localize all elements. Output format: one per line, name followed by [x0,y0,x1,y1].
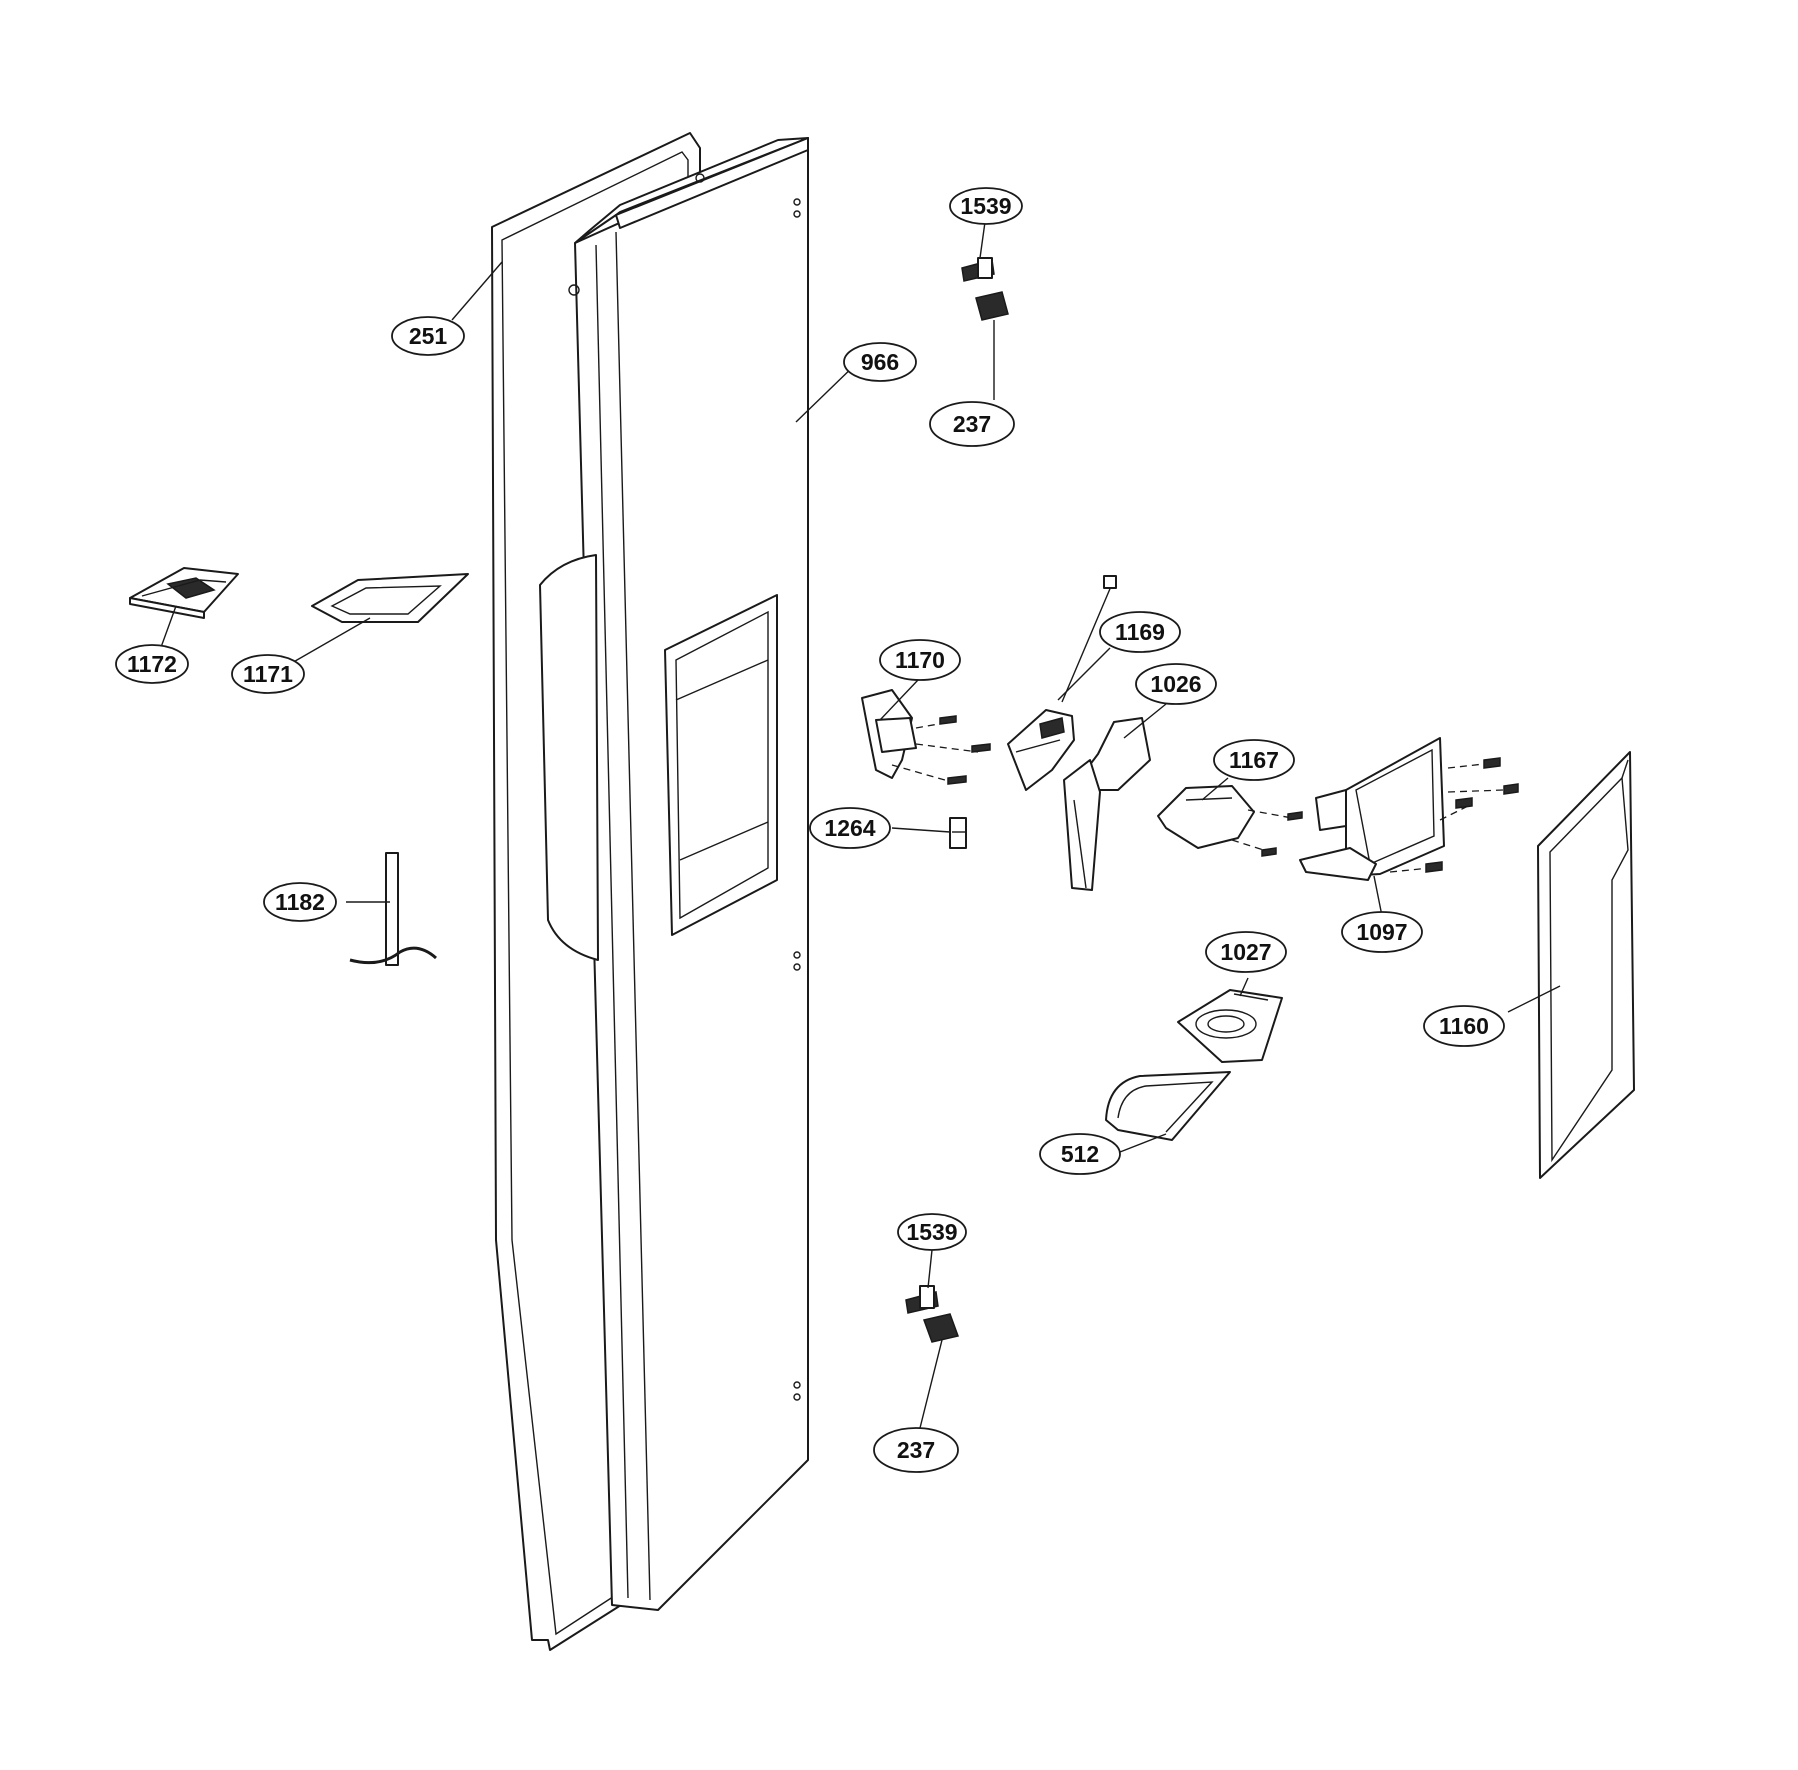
callout-237-top: 237 [929,401,1015,447]
callout-1167: 1167 [1213,739,1295,781]
tray-frame-part [1105,1071,1231,1141]
callout-label: 1097 [1356,919,1407,945]
callout-label: 1170 [895,647,945,673]
water-tube-part [349,852,437,966]
callout-label: 1539 [960,193,1011,219]
callout-label: 512 [1061,1141,1099,1167]
callout-label: 1026 [1150,671,1201,697]
callout-512: 512 [1039,1133,1121,1175]
dispenser-lever-part [1007,575,1117,791]
dispenser-cover-part [1537,751,1635,1179]
callout-label: 237 [897,1437,935,1463]
callout-label: 1264 [824,815,875,841]
callout-1172: 1172 [115,644,189,684]
callout-label: 1027 [1220,939,1271,965]
dispenser-bracket-part [861,689,991,785]
callout-1171: 1171 [231,654,305,694]
drip-tray-part [1177,989,1283,1063]
callout-label: 1539 [906,1219,957,1245]
spring-top-part [975,291,1009,321]
leader-lines [159,221,1561,1429]
callout-1182: 1182 [263,882,337,922]
callout-1160: 1160 [1423,1005,1505,1047]
callout-237-bottom: 237 [873,1427,959,1473]
hinge-pin-bottom-part [905,1285,939,1314]
callout-1026: 1026 [1135,663,1217,705]
hinge-pin-top-part [961,257,995,282]
ice-tray-part [129,567,239,619]
door-panel-part [539,137,809,1611]
callout-label: 1169 [1115,619,1165,645]
callout-label: 1160 [1439,1013,1489,1039]
callout-1170: 1170 [879,639,961,681]
ice-tray-cover-part [311,573,469,623]
callout-1027: 1027 [1205,931,1287,973]
control-housing-part [1299,737,1519,881]
callout-label: 1182 [275,889,325,915]
callout-1097: 1097 [1341,911,1423,953]
callout-label: 1172 [127,651,177,677]
callout-966: 966 [843,342,917,382]
callout-label: 966 [861,349,899,375]
callout-251: 251 [391,316,465,356]
callout-1264: 1264 [809,807,891,849]
ice-chute-part [1063,717,1151,891]
switch-housing-part [1157,785,1303,857]
callout-1539-bottom: 1539 [897,1213,967,1251]
small-clip-part [949,817,967,849]
callout-label: 1171 [243,661,293,687]
callout-label: 251 [409,323,448,349]
callout-1169: 1169 [1099,611,1181,653]
callout-label: 237 [953,411,991,437]
callout-1539-top: 1539 [949,187,1023,225]
callout-label: 1167 [1229,747,1279,773]
spring-bottom-part [923,1313,959,1343]
